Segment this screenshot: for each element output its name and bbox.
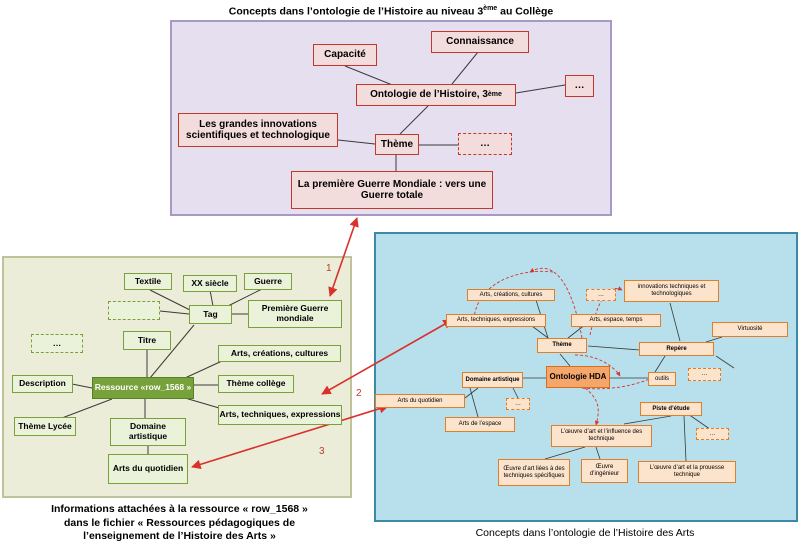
node-empty-dashed [108, 301, 160, 320]
node-r-ellipsis-1: … [586, 289, 616, 301]
link-label-1: 1 [326, 263, 332, 274]
node-r-outils: outils [648, 372, 676, 386]
node-r-arts-quotidien: Arts du quotidien [375, 394, 465, 408]
node-ressource: Ressource «row_1568 » [92, 377, 194, 399]
node-r-oeuvre-influence: L’œuvre d’art et l’influence des techniq… [551, 425, 652, 447]
node-capacite: Capacité [313, 44, 377, 66]
node-textile: Textile [124, 273, 172, 290]
node-r-innovations: innovations techniques et technologiques [624, 280, 719, 302]
node-arts-quotidien: Arts du quotidien [108, 454, 188, 484]
node-innovations: Les grandes innovations scientifiques et… [178, 113, 338, 147]
node-r-oeuvre-liees: Œuvre d’art liées à des techniques spéci… [498, 459, 570, 486]
node-arts-creations: Arts, créations, cultures [218, 345, 341, 362]
node-ellipsis: … [31, 334, 83, 353]
node-ellipsis-1: … [565, 75, 594, 97]
node-domaine-artistique: Domaine artistique [110, 418, 186, 446]
node-premiere-guerre: La première Guerre Mondiale : vers une G… [291, 171, 493, 209]
node-r-oeuvre-prouesse: L’œuvre d’art et la prouesse technique [638, 461, 736, 483]
right-caption: Concepts dans l’ontologie de l’Histoire … [475, 527, 695, 539]
node-theme: Thème [375, 134, 419, 155]
node-ellipsis-2: … [458, 133, 512, 155]
node-r-ontologie-hda: Ontologie HDA [546, 366, 610, 388]
node-r-virtuosite: Virtuosité [712, 322, 788, 337]
link-label-2: 2 [356, 388, 362, 399]
node-r-piste: Piste d’étude [640, 402, 702, 416]
left-caption: Informations attachées à la ressource « … [51, 503, 308, 543]
node-r-arts-espace-temps: Arts, espace, temps [571, 314, 661, 327]
node-tag: Tag [189, 305, 232, 324]
node-guerre: Guerre [244, 273, 292, 290]
node-r-oeuvre-ingenieur: Œuvre d’ingénieur [581, 459, 628, 483]
node-r-arts-techniques: Arts, techniques, expressions [446, 314, 546, 327]
top-edges [337, 51, 566, 171]
node-theme-college: Thème collège [218, 375, 294, 393]
node-r-arts-espace: Arts de l’espace [445, 417, 515, 432]
node-description: Description [12, 375, 73, 393]
node-r-ellipsis-2: … [688, 368, 721, 381]
node-titre: Titre [123, 331, 171, 350]
node-xx-siecle: XX siècle [183, 275, 237, 292]
node-premiere-guerre-mondiale: Première Guerre mondiale [248, 300, 342, 328]
top-caption: Concepts dans l’ontologie de l’Histoire … [228, 5, 554, 18]
node-r-arts-creations: Arts, créations, cultures [467, 289, 555, 301]
right-edges [464, 299, 735, 462]
node-theme-lycee: Thème Lycée [14, 417, 76, 436]
node-r-ellipsis-4: … [696, 428, 729, 440]
node-r-repere: Repère [639, 342, 714, 356]
node-r-domaine: Domaine artistique [462, 372, 523, 388]
link-label-3: 3 [319, 446, 325, 457]
node-arts-techniques: Arts, techniques, expressions [218, 405, 342, 425]
cross-panel-arrows [191, 217, 453, 470]
node-connaissance: Connaissance [431, 31, 529, 53]
node-r-theme: Thème [537, 338, 587, 353]
node-r-ellipsis-3: … [506, 398, 530, 410]
